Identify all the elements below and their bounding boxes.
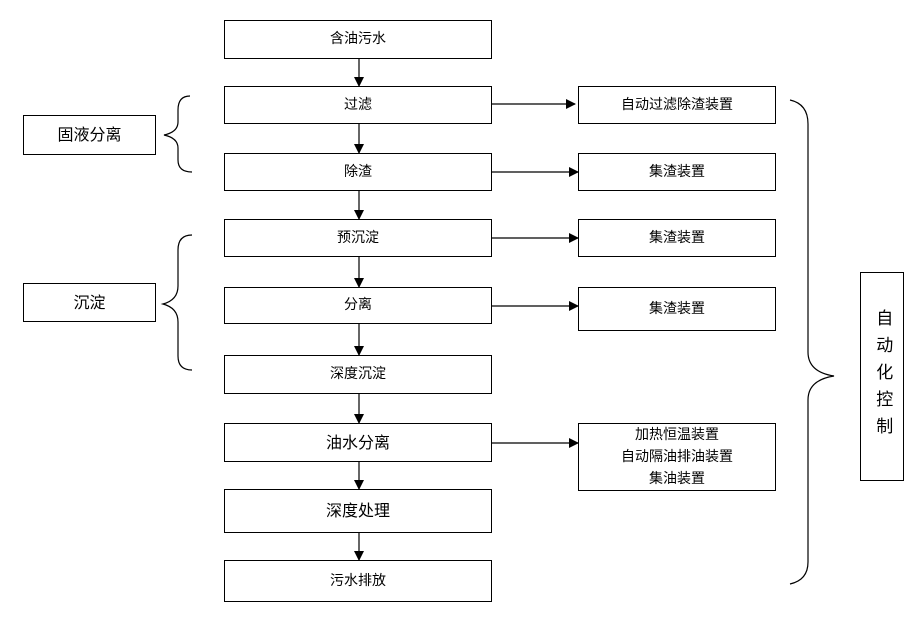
step-oily-wastewater: 含油污水 [224,20,492,59]
brace-sedimentation [160,234,193,371]
auto-control-label: 自动化控制 [860,272,904,481]
device-heating-thermostat: 加热恒温装置 [635,427,719,443]
device-slag-collector-1: 集渣装置 [578,153,776,191]
stage-label-solid-liquid: 固液分离 [23,115,156,155]
device-oil-group: 加热恒温装置 自动隔油排油装置 集油装置 [578,423,776,491]
step-slag-removal: 除渣 [224,153,492,191]
step-filtration: 过滤 [224,86,492,124]
step-pre-sedimentation: 预沉淀 [224,219,492,257]
step-deep-sedimentation: 深度沉淀 [224,355,492,394]
step-wastewater-discharge: 污水排放 [224,560,492,602]
device-oil-collector: 集油装置 [649,471,705,487]
brace-solid-liquid [163,95,193,173]
step-oil-water-separation: 油水分离 [224,423,492,462]
step-deep-treatment: 深度处理 [224,489,492,533]
device-slag-collector-2: 集渣装置 [578,219,776,257]
stage-label-sedimentation: 沉淀 [23,283,156,322]
device-slag-collector-3: 集渣装置 [578,287,776,331]
step-separation: 分离 [224,287,492,324]
device-auto-filter-slag: 自动过滤除渣装置 [578,86,776,124]
brace-auto-control [789,99,835,585]
device-auto-oil-separation: 自动隔油排油装置 [621,449,733,465]
